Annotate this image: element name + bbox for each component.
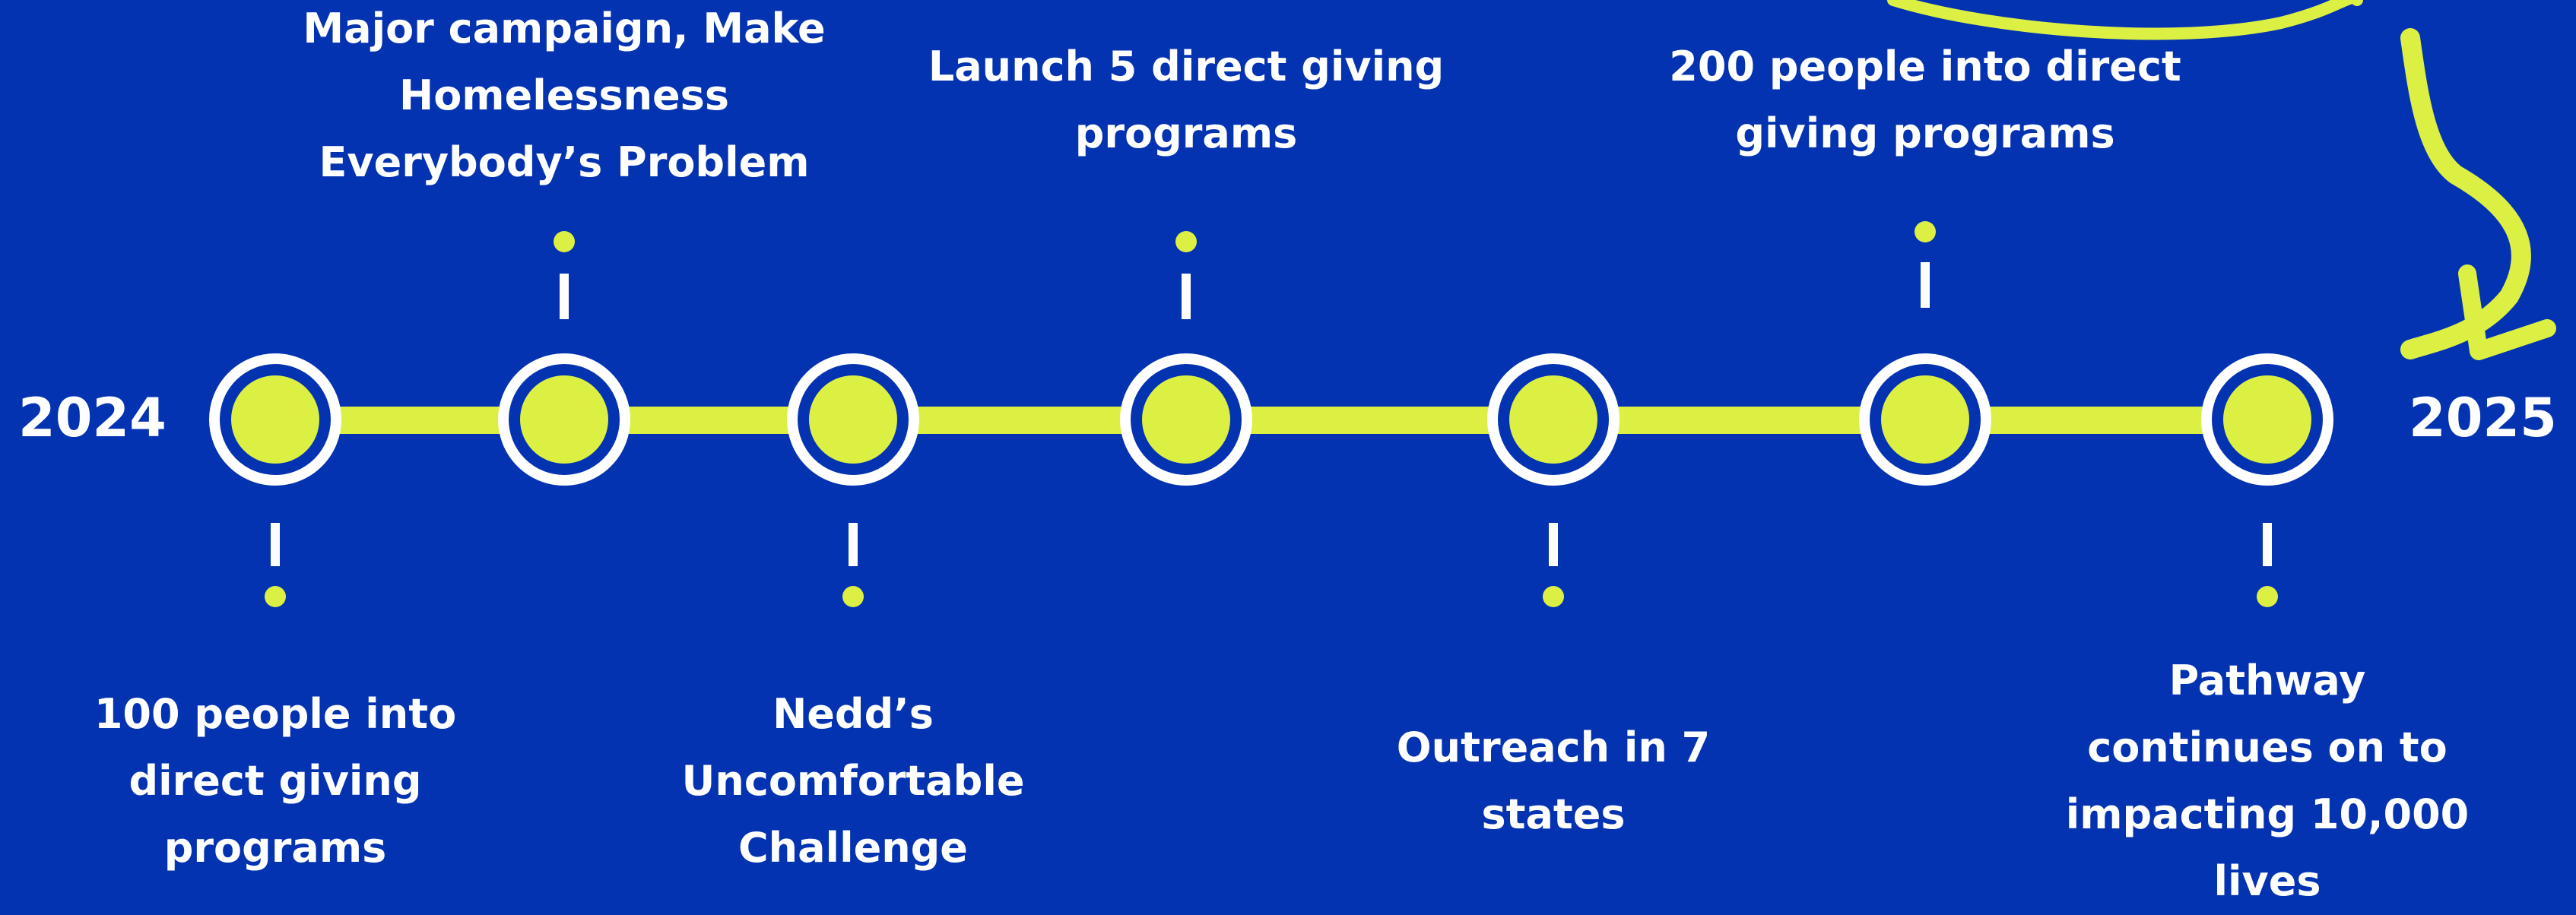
milestone-connector-dot bbox=[1175, 231, 1197, 252]
milestone-label: Major campaign, Make Homelessness Everyb… bbox=[303, 5, 826, 186]
scribble-arrow-icon bbox=[1887, 0, 2556, 360]
milestone-connector-dot bbox=[842, 586, 864, 607]
milestone-node-dot bbox=[2223, 375, 2311, 464]
milestone-label: 200 people into direct giving programs bbox=[1669, 43, 2181, 157]
milestone-label: Launch 5 direct giving programs bbox=[928, 43, 1445, 157]
timeline-nodes bbox=[209, 221, 2333, 607]
milestone-label: 100 people into direct giving programs bbox=[94, 690, 457, 872]
milestone-connector-dot bbox=[1915, 221, 1936, 242]
milestone-node-dot bbox=[1509, 375, 1597, 464]
start-year-label: 2024 bbox=[18, 387, 167, 449]
milestone-connector-dot bbox=[554, 231, 575, 252]
milestone-connector-dot bbox=[265, 586, 286, 607]
milestone-node-dot bbox=[809, 375, 897, 464]
milestone-connector-dot bbox=[1543, 586, 1564, 607]
end-year-label: 2025 bbox=[2409, 387, 2557, 449]
milestone-connector-dot bbox=[2257, 586, 2278, 607]
milestone-label: Nedd’s Uncomfortable Challenge bbox=[681, 690, 1025, 872]
milestone-node-dot bbox=[520, 375, 608, 464]
milestone-node-dot bbox=[1881, 375, 1969, 464]
milestone-label: Outreach in 7 states bbox=[1396, 723, 1711, 838]
milestone-label: Pathway continues on to impacting 10,000… bbox=[2065, 657, 2470, 905]
milestone-node-dot bbox=[231, 375, 319, 464]
milestone-node-dot bbox=[1142, 375, 1230, 464]
